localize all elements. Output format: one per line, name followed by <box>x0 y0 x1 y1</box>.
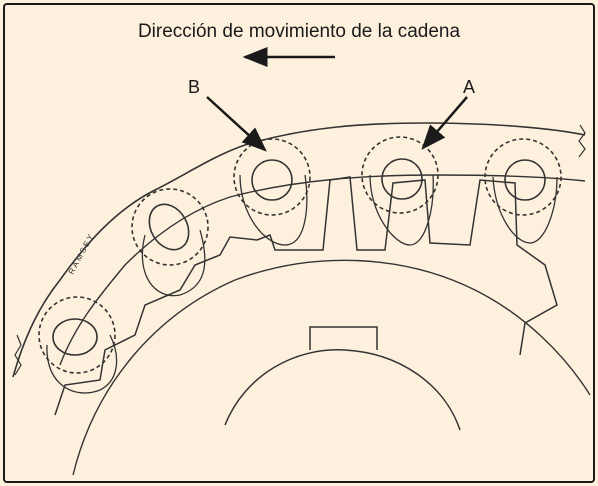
roller-3-b-pin <box>251 159 293 201</box>
roller-2 <box>131 188 209 266</box>
roller-5 <box>484 138 562 216</box>
chain-rollers <box>38 136 562 374</box>
roller-4-a-pin <box>381 158 423 200</box>
link-teardrops <box>46 174 558 394</box>
roller-3-b <box>233 138 311 216</box>
roller-1-pin <box>52 318 98 356</box>
sprocket-chain-diagram: RAMSEY <box>12 47 591 476</box>
sprocket-teeth <box>54 176 558 416</box>
pointer-arrow-a <box>421 96 468 150</box>
chain-plate-outer <box>12 122 586 378</box>
diagram-frame: Dirección de movimiento de la cadena <box>3 3 595 483</box>
roller-5-pin <box>504 159 546 201</box>
brand-text: RAMSEY <box>67 231 96 276</box>
chain-plate-inner <box>59 174 586 366</box>
roller-1 <box>38 296 116 374</box>
pointer-arrow-b <box>206 96 267 152</box>
label-a: A <box>463 77 476 97</box>
broken-edge-left <box>14 334 22 376</box>
sprocket-keyway <box>309 326 378 350</box>
roller-2-pin <box>148 203 190 251</box>
roller-4-a <box>361 136 439 214</box>
label-b: B <box>188 77 201 97</box>
chain-direction-title: Dirección de movimiento de la cadena <box>137 21 461 42</box>
sprocket-hub <box>224 349 461 431</box>
broken-edge-right <box>578 124 586 158</box>
sprocket-rim <box>72 259 591 476</box>
